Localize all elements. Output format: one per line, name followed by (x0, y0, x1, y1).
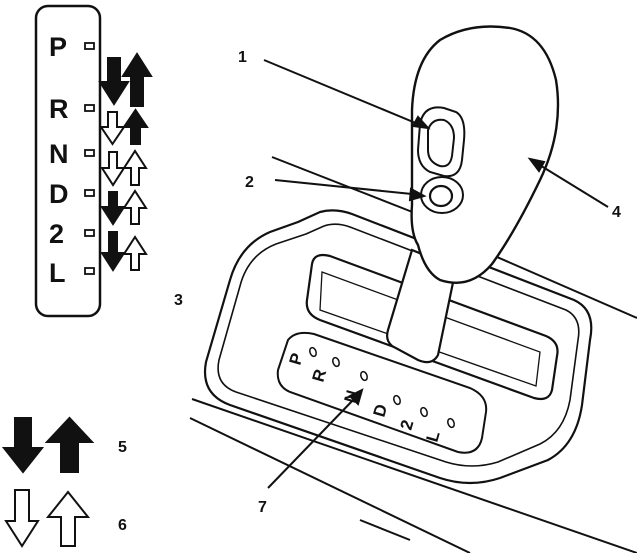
console-label-r: R (309, 367, 331, 384)
gate-label-l: L (49, 258, 66, 288)
callout-2: 2 (245, 174, 254, 191)
gate-arrows (98, 52, 153, 272)
shift-knob (410, 25, 560, 284)
callout-1: 1 (238, 49, 247, 66)
gate-label-p: P (49, 32, 67, 62)
arrow-down-solid-icon (98, 57, 130, 106)
arrow-down-outline-icon (100, 151, 126, 187)
gate-label-r: R (49, 94, 69, 124)
console-label-l: L (423, 429, 444, 444)
arrow-down-outline-icon (99, 111, 126, 146)
legend-arrow-down-solid-icon (1, 417, 45, 474)
gate-panel-frame (34, 4, 102, 318)
arrow-down-solid-icon (100, 191, 126, 226)
callout-3: 3 (174, 292, 183, 309)
gate-label-n: N (49, 139, 69, 169)
arrow-up-outline-icon (122, 235, 148, 271)
console-label-p: P (286, 351, 307, 367)
gate-label-2: 2 (49, 219, 64, 249)
arrow-up-solid-icon (122, 108, 149, 145)
callout-4: 4 (612, 204, 621, 221)
gate-ticks (84, 42, 95, 275)
shift-lock-button (427, 118, 456, 168)
callout-7: 7 (258, 499, 267, 516)
gate-label-d: D (49, 179, 69, 209)
legend-arrow-up-solid-icon (44, 416, 95, 473)
arrow-down-solid-icon (100, 231, 126, 272)
position-indicator-window: P R N D 2 L (276, 331, 488, 454)
arrow-up-outline-icon (122, 189, 148, 225)
legend-arrow-down-outline-icon (4, 489, 40, 548)
arrow-up-outline-icon (122, 149, 148, 186)
callout-6: 6 (118, 517, 127, 534)
callout-5: 5 (118, 439, 127, 456)
legend (1, 416, 95, 548)
console-position-ticks (309, 346, 455, 429)
console-label-d: D (370, 402, 392, 419)
legend-arrow-up-outline-icon (45, 490, 91, 547)
leader-lines (263, 59, 609, 489)
arrow-up-solid-icon (121, 52, 153, 107)
gate-panel: P R N D 2 L (34, 4, 102, 318)
overdrive-switch-button (428, 184, 454, 208)
